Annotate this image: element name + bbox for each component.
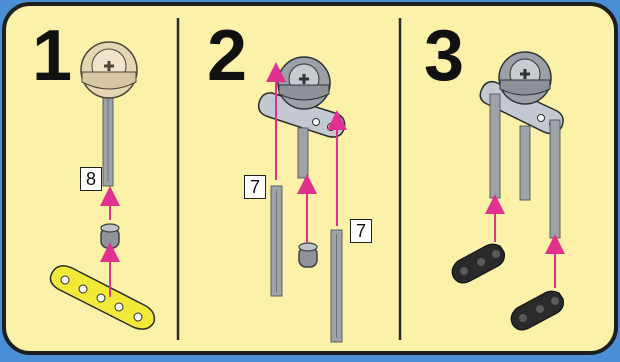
step-number: 1 xyxy=(32,20,72,92)
axle-length-label: 7 xyxy=(244,175,266,199)
bushing-icon xyxy=(299,243,317,267)
gear-icon xyxy=(81,42,137,98)
bushing-icon xyxy=(101,224,119,248)
axle-icon xyxy=(298,128,308,178)
axle-icon xyxy=(490,94,500,198)
gear-icon xyxy=(499,52,551,104)
axle-length-label: 7 xyxy=(350,219,372,243)
gear-icon xyxy=(278,57,330,109)
axle-icon xyxy=(550,120,560,238)
axle-length-label: 8 xyxy=(80,167,102,191)
step-number: 3 xyxy=(424,20,464,92)
axle-icon xyxy=(520,126,530,200)
step-number: 2 xyxy=(207,20,247,92)
